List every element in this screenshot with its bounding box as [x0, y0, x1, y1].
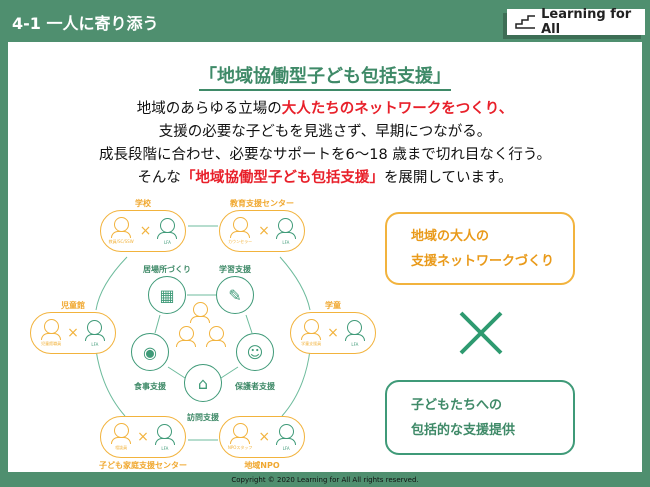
support-label: 学習支援 [219, 265, 251, 274]
partner-label: 児童館 [61, 301, 85, 310]
staff-icon: 相談員 [111, 423, 132, 451]
staff-icon: 教員/SC/SSW [109, 217, 134, 245]
text: を展開しています。 [383, 170, 513, 186]
building-icon: ▦ [148, 276, 186, 314]
partner-pill: カウンセラー × LFA [219, 210, 305, 252]
staff-icon: 学童支援員 [301, 319, 322, 347]
page-title-text: 「地域協働型子ども包括支援」 [199, 66, 451, 91]
center-people-icon [190, 302, 210, 323]
lfa-icon: LFA [276, 423, 297, 451]
lfa-label: LFA [91, 341, 99, 347]
times-icon: × [327, 325, 339, 341]
partner-pill: 学童支援員 × LFA [290, 312, 376, 354]
times-icon: × [137, 429, 149, 445]
staff-label: NPOスタッフ [227, 445, 253, 450]
network-box: 地域の大人の 支援ネットワークづくり [385, 212, 575, 285]
staff-label: 児童館職員 [41, 341, 62, 346]
support-box: 子どもたちへの 包括的な支援提供 [385, 380, 575, 455]
staff-label: 学童支援員 [301, 341, 322, 346]
box-text: 包括的な支援提供 [411, 422, 516, 438]
slide-title: 4-1 一人に寄り添う [12, 14, 159, 33]
partner-label: 子ども家庭支援センター [99, 461, 187, 470]
support-label: 保護者支援 [235, 382, 275, 391]
times-icon [459, 311, 503, 355]
staff-label: カウンセラー [228, 239, 253, 244]
box-text: 子どもたちへの [411, 397, 503, 413]
parents-icon: ☺ [236, 333, 274, 371]
header: 4-1 一人に寄り添う Learning for All [0, 0, 650, 42]
copyright: Copyright © 2020 Learning for All All ri… [231, 476, 419, 484]
partner-pill: 相談員 × LFA [100, 416, 186, 458]
partner-label: 地域NPO [244, 461, 280, 470]
box-text: 支援ネットワークづくり [411, 253, 555, 269]
staff-icon: NPOスタッフ [227, 423, 253, 451]
lfa-icon: LFA [157, 217, 178, 245]
lfa-icon: LFA [154, 423, 175, 451]
stairs-icon [515, 15, 536, 29]
support-label: 訪問支援 [187, 413, 219, 422]
times-icon: × [258, 429, 271, 445]
staff-icon: カウンセラー [228, 217, 252, 245]
support-label: 居場所づくり [143, 265, 191, 274]
text: 地域のあらゆる立場の [136, 101, 282, 117]
logo-text: Learning for All [541, 7, 632, 37]
staff-icon: 児童館職員 [41, 319, 62, 347]
lfa-icon: LFA [275, 217, 296, 245]
box-text: 地域の大人の [411, 228, 490, 244]
highlight: 「地域協働型子ども包括支援」 [180, 170, 384, 186]
times-icon: × [67, 325, 79, 341]
support-label: 食事支援 [134, 382, 166, 391]
meal-icon: ◉ [131, 333, 169, 371]
text: 成長段階に合わせ、必要なサポートを6〜18 歳まで切れ目なく行う。 [99, 147, 551, 163]
lfa-icon: LFA [344, 319, 365, 347]
text: 、 [498, 101, 514, 117]
highlight: 大人たちのネットワークをつくり [281, 101, 499, 117]
lfa-label: LFA [282, 239, 290, 245]
times-icon: × [258, 223, 270, 239]
partner-pill: NPOスタッフ × LFA [219, 416, 305, 458]
description: 地域のあらゆる立場の大人たちのネットワークをつくり、 支援の必要な子どもを見逃さ… [0, 98, 650, 190]
staff-label: 相談員 [115, 445, 128, 450]
house-icon: ⌂ [184, 364, 222, 402]
partner-label: 学校 [135, 199, 151, 208]
lfa-label: LFA [161, 445, 169, 451]
text: 支援の必要な子どもを見逃さず、早期につながる。 [158, 124, 492, 140]
lfa-label: LFA [282, 445, 290, 451]
partner-pill: 教員/SC/SSW × LFA [100, 210, 186, 252]
lfa-label: LFA [351, 341, 359, 347]
notebook-icon: ✎ [216, 276, 254, 314]
lfa-icon: LFA [84, 319, 105, 347]
partner-label: 学童 [325, 301, 341, 310]
logo: Learning for All [507, 7, 645, 37]
staff-label: 教員/SC/SSW [108, 239, 134, 244]
times-icon: × [139, 223, 152, 239]
text: そんな [137, 170, 181, 186]
partner-pill: 児童館職員 × LFA [30, 312, 116, 354]
children-icon [176, 326, 226, 347]
page-title: 「地域協働型子ども包括支援」 [0, 62, 650, 91]
partner-label: 教育支援センター [230, 199, 294, 208]
lfa-label: LFA [163, 239, 171, 245]
